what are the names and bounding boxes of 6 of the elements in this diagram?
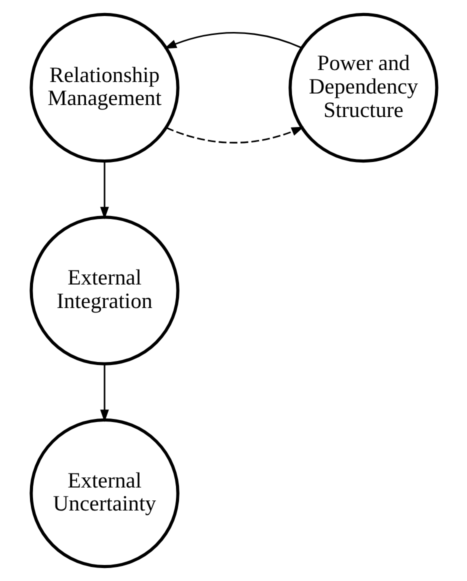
node-circle: External Uncertainty (29, 418, 179, 568)
arrow (165, 126, 304, 144)
arrow (100, 161, 108, 220)
node-circle: External Integration (29, 216, 179, 366)
arrow (164, 32, 302, 49)
arrow (100, 364, 108, 422)
